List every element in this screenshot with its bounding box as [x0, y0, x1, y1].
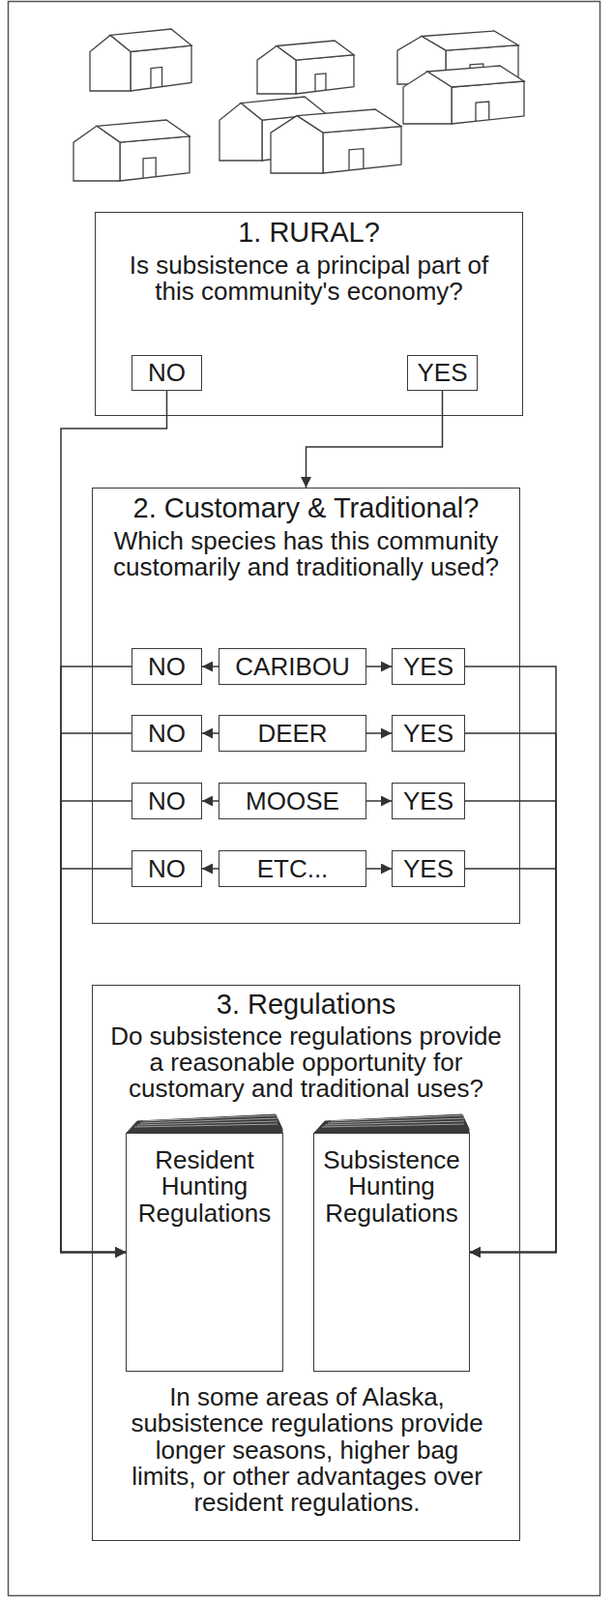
flow-connector [306, 390, 443, 488]
house-illustration [73, 29, 525, 181]
flow-connector [366, 799, 392, 802]
answer-box: YES [407, 354, 478, 391]
flow-connector [366, 867, 392, 870]
species-box: DEER [218, 714, 367, 752]
label-text: ETC... [257, 854, 329, 883]
label-text: DEER [257, 719, 327, 748]
flow-connector [465, 666, 556, 1253]
heading-text: 2. Customary & Traditional? [92, 493, 520, 525]
heading-text: 1. RURAL? [95, 217, 523, 249]
page-edge [137, 1120, 278, 1125]
book-pages [126, 1113, 283, 1133]
note-text: In some areas of Alaska, subsistence reg… [123, 1383, 492, 1516]
answer-box: NO [131, 647, 203, 685]
question-box: 3. RegulationsDo subsistence regulations… [91, 984, 521, 1541]
question-text: Is subsistence a principal part of this … [116, 252, 503, 306]
answer-box: NO [131, 354, 203, 391]
flow-connector [202, 799, 219, 802]
label-text: NO [147, 719, 186, 748]
flow-connector [60, 732, 132, 1253]
outer-frame [8, 1, 601, 1596]
book-title: Subsistence Hunting Regulations [320, 1146, 464, 1227]
answer-box: NO [131, 849, 203, 887]
answer-box: YES [391, 647, 466, 685]
flow-connector [202, 867, 219, 870]
flow-connector [366, 731, 392, 734]
book-title: Resident Hunting Regulations [133, 1146, 277, 1227]
answer-box: YES [391, 714, 466, 752]
flow-connector [60, 868, 132, 1253]
flow-connector [202, 731, 219, 734]
page-edge [324, 1120, 465, 1125]
heading-text: 3. Regulations [92, 989, 520, 1021]
flow-connector [465, 868, 556, 1253]
answer-box: NO [131, 782, 203, 819]
label-text: NO [147, 358, 186, 387]
flow-connector [366, 665, 392, 668]
label-text: CARIBOU [234, 652, 350, 681]
book-pages [314, 1113, 469, 1133]
flow-connector [60, 666, 132, 1253]
answer-box: YES [391, 782, 466, 819]
answer-box: YES [391, 849, 466, 887]
species-box: CARIBOU [218, 647, 367, 685]
label-text: YES [403, 854, 454, 883]
label-text: YES [416, 358, 468, 387]
flow-connector [465, 732, 556, 1253]
page-edge [143, 1114, 278, 1121]
label-text: NO [147, 787, 186, 816]
label-text: YES [403, 652, 454, 681]
label-text: NO [147, 652, 186, 681]
label-text: YES [403, 787, 454, 816]
label-text: NO [147, 854, 186, 883]
question-text: Do subsistence regulations provide a rea… [105, 1023, 507, 1103]
regulations-book: Resident Hunting Regulations [125, 1132, 284, 1372]
species-box: MOOSE [218, 782, 367, 819]
label-text: YES [403, 719, 454, 748]
page-edge [330, 1114, 465, 1121]
label-text: MOOSE [245, 787, 340, 816]
species-box: ETC... [218, 849, 367, 887]
answer-box: NO [131, 714, 203, 752]
question-text: Which species has this community customa… [108, 527, 505, 582]
regulations-book: Subsistence Hunting Regulations [313, 1132, 470, 1372]
question-box: 1. RURAL?Is subsistence a principal part… [94, 211, 524, 416]
question-box: 2. Customary & Traditional?Which species… [91, 487, 521, 924]
flow-connector [202, 665, 219, 668]
